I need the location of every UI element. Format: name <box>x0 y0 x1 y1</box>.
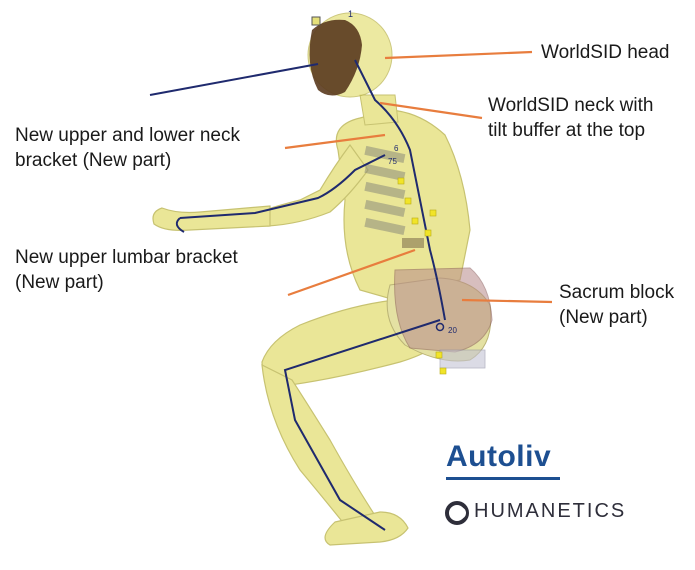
node-label-neck-base: 6 <box>394 144 399 153</box>
label-line: Sacrum block <box>559 280 674 305</box>
humanetics-ring-icon <box>444 500 470 526</box>
marker-3 <box>412 218 418 224</box>
node-label-neck-bracket: 75 <box>388 157 397 166</box>
label-line: bracket (New part) <box>15 148 240 173</box>
marker-2 <box>405 198 411 204</box>
marker-1 <box>398 178 404 184</box>
forearm-shape <box>153 206 270 230</box>
label-worldsid-head: WorldSID head <box>541 40 670 65</box>
marker-7 <box>440 368 446 374</box>
label-line: WorldSID head <box>541 40 670 65</box>
label-line: (New part) <box>559 305 674 330</box>
leader-head <box>385 52 532 58</box>
pelvis-lower-plate <box>440 350 485 368</box>
head-reference-line <box>150 64 318 95</box>
autoliv-logo: Autoliv <box>446 440 551 474</box>
marker-5 <box>425 230 431 236</box>
label-neck-bracket: New upper and lower neck bracket (New pa… <box>15 123 240 173</box>
node-label-head-top: 1 <box>348 9 353 19</box>
label-line: New upper lumbar bracket <box>15 245 238 270</box>
label-line: (New part) <box>15 270 238 295</box>
marker-4 <box>430 210 436 216</box>
neck-shape <box>360 95 398 125</box>
label-lumbar-bracket: New upper lumbar bracket (New part) <box>15 245 238 295</box>
lower-leg-shape <box>262 365 378 525</box>
label-line: New upper and lower neck <box>15 123 240 148</box>
lumbar-bracket-part <box>402 238 424 248</box>
label-worldsid-neck: WorldSID neck with tilt buffer at the to… <box>488 93 653 143</box>
humanetics-logo: HUMANETICS <box>474 500 626 523</box>
label-line: WorldSID neck with <box>488 93 653 118</box>
label-line: tilt buffer at the top <box>488 118 653 143</box>
head-top-marker <box>312 17 320 25</box>
label-sacrum-block: Sacrum block (New part) <box>559 280 674 330</box>
autoliv-logo-underline <box>446 477 560 480</box>
head <box>308 13 392 97</box>
marker-6 <box>436 352 442 358</box>
node-label-pelvis: 20 <box>448 326 457 335</box>
